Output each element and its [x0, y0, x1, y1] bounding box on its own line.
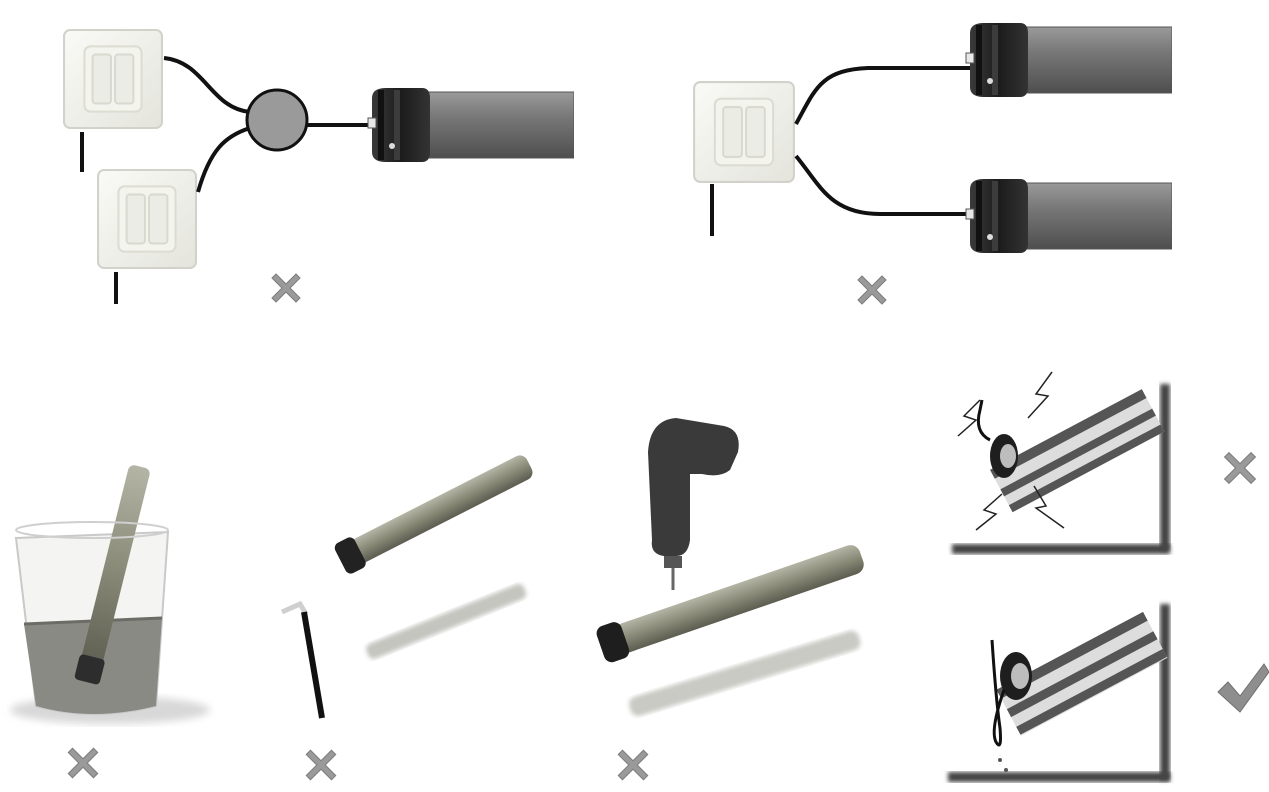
tubular-motor-icon	[965, 22, 1172, 98]
lightning-icon	[1033, 485, 1065, 529]
switch-icon	[693, 81, 795, 183]
tubular-motor-icon	[367, 87, 574, 163]
wrong-mark-icon	[305, 749, 337, 781]
panel-motor-hammered	[280, 455, 533, 781]
drill-icon	[648, 418, 739, 590]
wire	[794, 66, 970, 125]
wrong-mark-icon	[857, 275, 887, 305]
panel-one-switch-two-motors	[693, 22, 1172, 305]
panel-motor-in-liquid	[10, 465, 210, 779]
water-drop	[998, 758, 1002, 762]
motion-blur-rod	[366, 583, 527, 659]
tubular-motor-icon	[965, 178, 1172, 254]
wire	[794, 154, 970, 216]
switch-icon	[97, 169, 197, 269]
wrong-mark-icon	[1224, 452, 1256, 484]
wire	[196, 126, 251, 193]
hammer-handle	[301, 611, 325, 719]
striped-awning-icon	[996, 595, 1176, 736]
switch-icon	[63, 29, 163, 129]
motion-blur-rod	[629, 630, 861, 717]
panel-cable-with-drip-loop	[948, 595, 1269, 782]
submerged-motor-icon	[74, 465, 150, 685]
lightning-icon	[975, 493, 1003, 531]
panel-cable-without-drip-loop	[952, 371, 1256, 554]
wire	[163, 56, 251, 114]
cable	[976, 399, 991, 442]
wrong-mark-icon	[617, 749, 649, 781]
panel-motor-drilled	[596, 418, 864, 781]
wrong-mark-icon	[271, 273, 301, 303]
panel-two-switches-one-motor	[63, 29, 574, 304]
lightning-icon	[1027, 371, 1053, 419]
junction-box-icon	[245, 88, 309, 152]
wrong-mark-icon	[67, 747, 99, 779]
lightning-icon	[957, 399, 981, 437]
correct-mark-icon	[1217, 663, 1269, 713]
striped-awning-icon	[989, 376, 1170, 513]
tubular-motor-icon	[596, 545, 864, 663]
cable-drip-loop	[990, 639, 1006, 747]
water-drop	[1004, 768, 1008, 772]
tubular-motor-icon	[334, 455, 533, 574]
